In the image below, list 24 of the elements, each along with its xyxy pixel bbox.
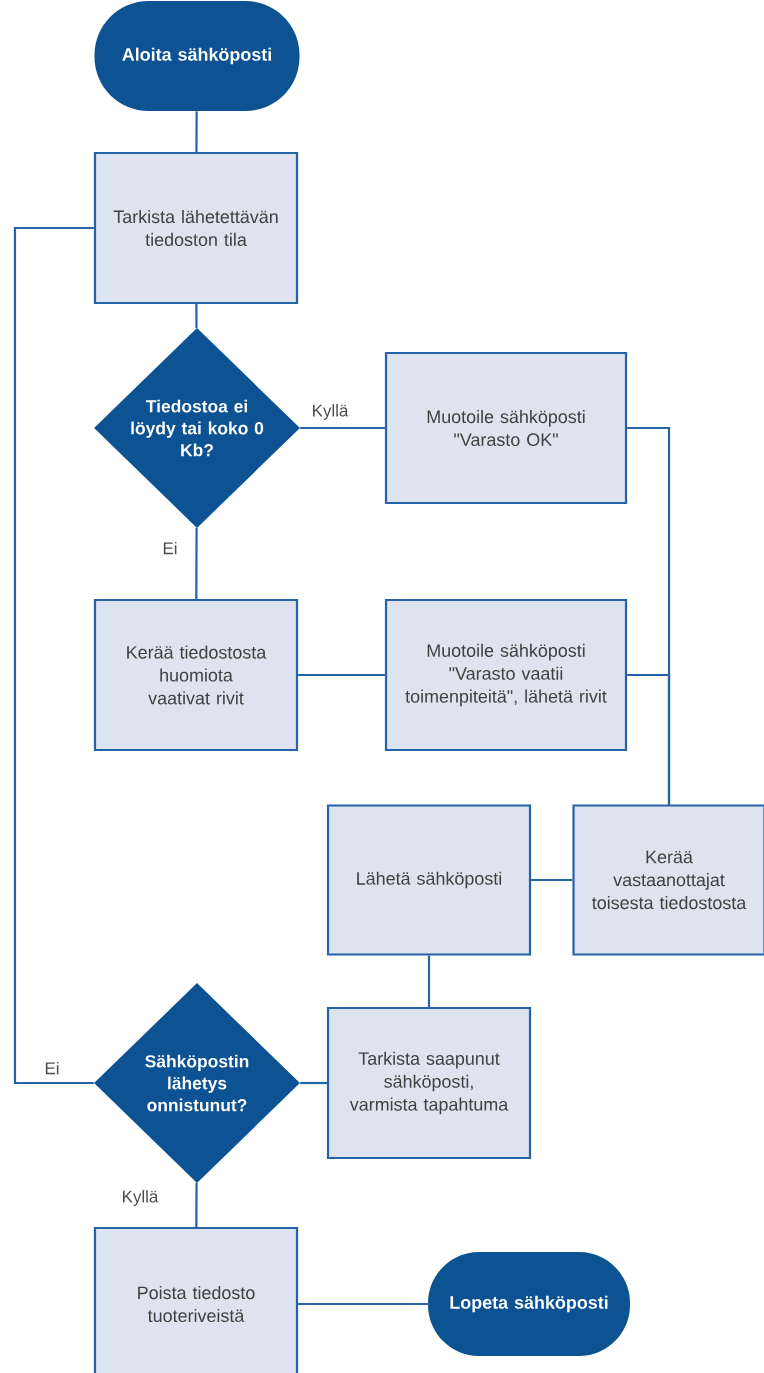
connector-line <box>195 527 198 599</box>
process-box: Lähetä sähköposti <box>326 804 532 956</box>
connector-line <box>531 878 573 882</box>
connector-line <box>298 673 385 677</box>
edge-label: Kyllä <box>120 1189 160 1207</box>
process-box: Kerää vastaanottajat toisesta tiedostosta <box>572 804 764 956</box>
connector-line <box>300 1081 327 1085</box>
process-box: Muotoile sähköposti "Varasto vaatii toimenpiteitä", lähetä rivit <box>384 598 628 752</box>
connector-line <box>298 1302 428 1306</box>
connector-line <box>627 673 671 805</box>
process-box: Muotoile sähköposti "Varasto OK" <box>384 351 628 505</box>
edge-label: Ei <box>43 1060 61 1076</box>
connector-line <box>195 1182 198 1227</box>
process-box: Poista tiedosto tuoteriveistä <box>93 1226 299 1373</box>
process-box: Tarkista lähetettävän tiedoston tila <box>93 151 299 305</box>
connector-line <box>13 226 94 1085</box>
connector-line <box>195 304 198 329</box>
process-box: Tarkista saapunut sähköposti, varmista tapahtuma <box>326 1006 532 1160</box>
edge-label: Kyllä <box>310 403 350 421</box>
edge-label: Ei <box>161 540 179 556</box>
process-box: Kerää tiedostosta huomiota vaativat rivit <box>93 598 299 752</box>
connector-line <box>195 111 198 152</box>
connector-line <box>427 955 431 1007</box>
connector-line <box>300 426 385 430</box>
